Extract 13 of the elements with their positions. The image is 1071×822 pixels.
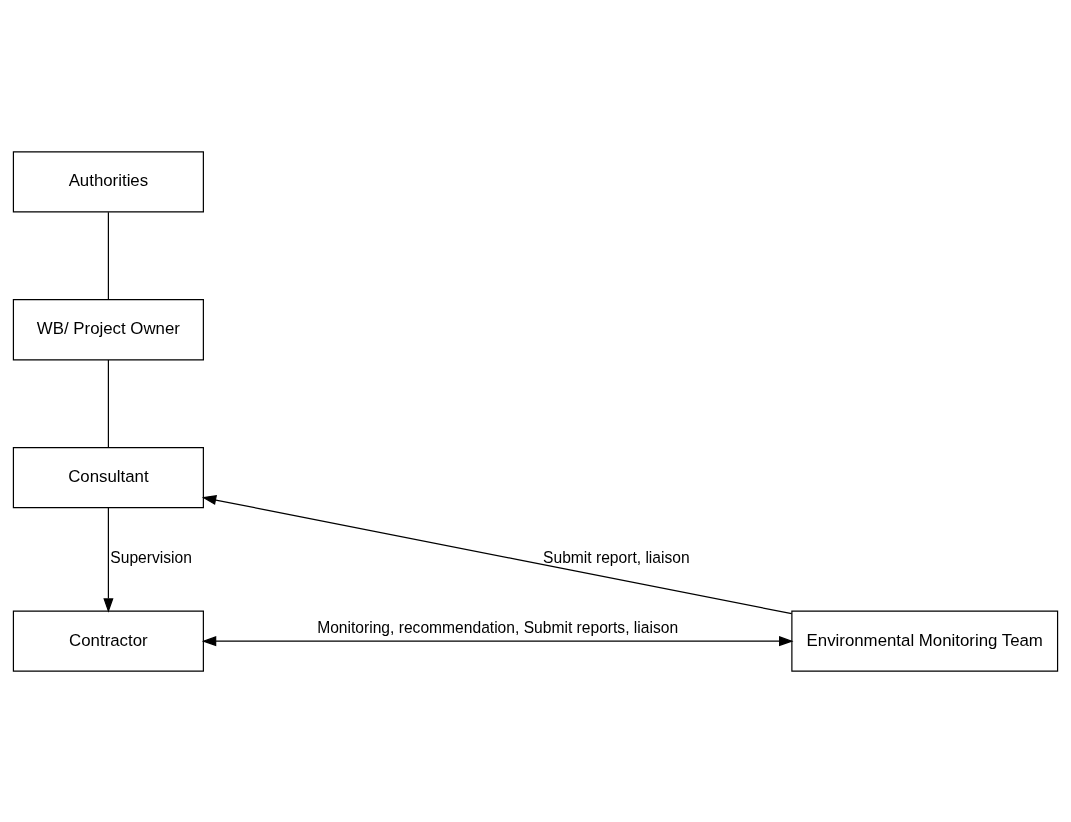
node-box: WB/ Project Owner <box>12 298 204 360</box>
node-box: Environmental Monitoring Team <box>791 610 1059 672</box>
arrow <box>103 506 114 613</box>
edge-label: Submit report, liaison <box>543 548 690 566</box>
edge-label: Monitoring, recommendation, Submit reports, liaison <box>317 618 679 636</box>
connector <box>107 358 109 448</box>
arrow <box>201 635 794 646</box>
node-box: Consultant <box>12 446 204 508</box>
arrow <box>201 494 793 614</box>
node-box: Contractor <box>12 610 204 672</box>
connector <box>107 211 109 300</box>
edge-label: Supervision <box>110 548 192 566</box>
node-box: Authorities <box>12 150 204 212</box>
